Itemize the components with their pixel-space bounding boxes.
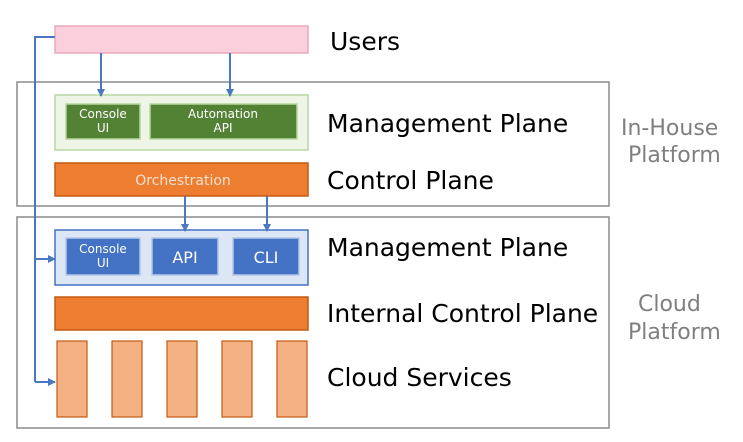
internal-control-plane-bar — [54, 296, 309, 331]
in-house-platform-frame — [16, 81, 610, 207]
cloud-console-ui-box — [65, 237, 141, 276]
cloud-services-group — [56, 340, 308, 418]
in-house-platform-label-line1: In-House — [621, 116, 718, 141]
cli-label: CLI — [254, 248, 279, 267]
cloud-console-ui-line2: UI — [97, 256, 109, 270]
cloud-platform-label-line2: Platform — [628, 320, 721, 345]
cloud-service-column — [56, 340, 88, 418]
api-label: API — [172, 248, 197, 267]
cloud-service-column — [276, 340, 308, 418]
cloud-platform-frame — [16, 216, 610, 429]
in-house-console-ui-box — [65, 103, 141, 140]
automation-api-line1: Automation — [188, 107, 258, 121]
cli-box — [232, 237, 300, 276]
api-box — [151, 237, 219, 276]
control-plane-label: Control Plane — [327, 166, 494, 195]
users-bar — [54, 25, 309, 54]
in-house-management-plane-label: Management Plane — [327, 109, 568, 138]
automation-api-line2: API — [214, 121, 233, 135]
cloud-management-plane-label: Management Plane — [327, 233, 568, 262]
cloud-service-column — [111, 340, 143, 418]
cloud-services-label: Cloud Services — [327, 363, 512, 392]
cloud-console-ui-line1: Console — [79, 242, 127, 256]
arrow-users-bypass-line — [34, 36, 55, 382]
cloud-service-column — [166, 340, 198, 418]
cloud-platform-label-line1: Cloud — [638, 292, 701, 317]
orchestration-bar — [54, 162, 309, 197]
in-house-console-ui-line1: Console — [79, 107, 127, 121]
arrows-group — [34, 36, 271, 386]
in-house-console-ui-line2: UI — [97, 121, 109, 135]
cloud-service-column — [221, 340, 253, 418]
automation-api-box — [149, 103, 298, 140]
internal-control-plane-label: Internal Control Plane — [327, 299, 598, 328]
users-label: Users — [330, 27, 400, 56]
orchestration-label: Orchestration — [135, 173, 231, 189]
in-house-platform-label-line2: Platform — [628, 143, 721, 168]
